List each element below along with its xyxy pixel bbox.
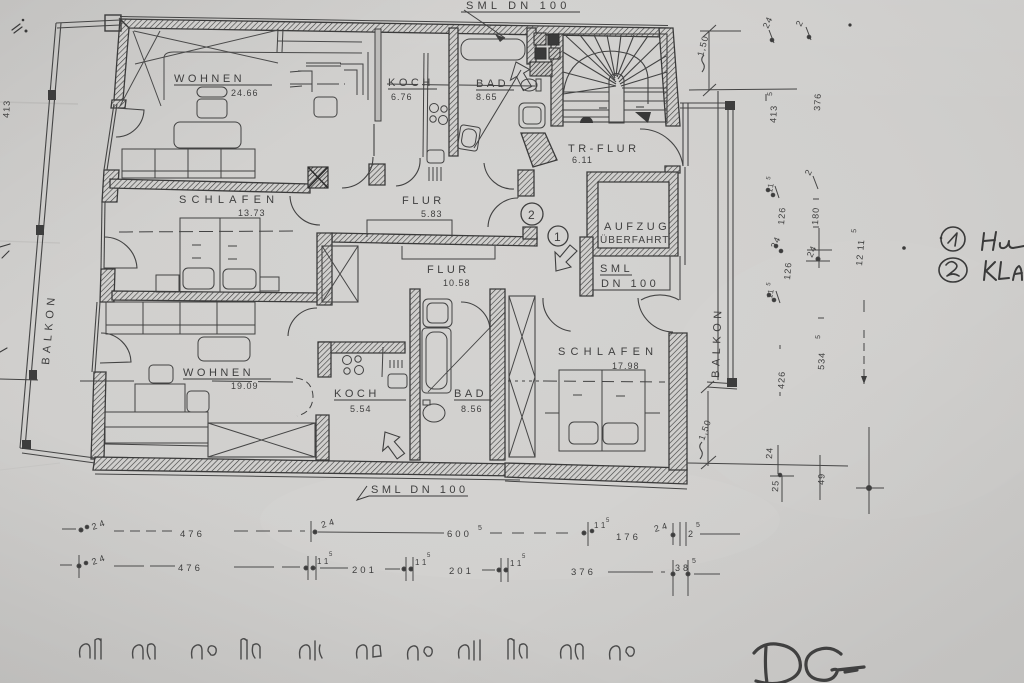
svg-text:SCHLAFEN: SCHLAFEN: [179, 194, 279, 206]
svg-text:TR-FLUR: TR-FLUR: [568, 143, 640, 155]
svg-text:10.58: 10.58: [443, 278, 471, 288]
svg-text:126: 126: [776, 206, 788, 225]
svg-text:19.09: 19.09: [231, 381, 259, 391]
svg-text:24: 24: [653, 520, 671, 534]
svg-text:AUFZUG: AUFZUG: [604, 221, 670, 233]
svg-text:8.65: 8.65: [476, 92, 498, 102]
svg-text:11: 11: [594, 521, 608, 530]
svg-text:413: 413: [768, 105, 779, 124]
svg-text:376: 376: [812, 93, 823, 112]
svg-text:476: 476: [180, 529, 205, 540]
svg-text:24: 24: [805, 244, 819, 259]
svg-text:38: 38: [675, 563, 691, 573]
svg-text:WOHNEN: WOHNEN: [183, 367, 254, 379]
svg-text:5: 5: [522, 554, 528, 560]
svg-text:1: 1: [554, 230, 561, 244]
svg-text:5: 5: [692, 558, 699, 565]
svg-text:24: 24: [769, 235, 783, 250]
svg-text:5: 5: [767, 91, 774, 96]
svg-text:SML DN 100: SML DN 100: [371, 484, 469, 496]
svg-text:126: 126: [782, 261, 794, 280]
svg-text:5: 5: [329, 552, 335, 558]
svg-text:2: 2: [528, 208, 535, 222]
svg-text:FLUR: FLUR: [402, 195, 445, 207]
svg-text:24.66: 24.66: [231, 88, 259, 98]
svg-text:5: 5: [478, 525, 485, 532]
svg-text:5: 5: [815, 334, 822, 339]
svg-text:DN 100: DN 100: [601, 278, 659, 290]
svg-text:2: 2: [803, 167, 815, 177]
svg-text:5: 5: [696, 522, 703, 529]
svg-text:376: 376: [571, 567, 596, 578]
svg-text:KOCH: KOCH: [388, 77, 434, 89]
svg-text:600: 600: [447, 529, 472, 540]
svg-text:11: 11: [510, 559, 524, 568]
svg-text:11: 11: [317, 557, 331, 566]
svg-text:SML DN 100: SML DN 100: [466, 0, 571, 12]
svg-text:17.98: 17.98: [612, 361, 640, 371]
svg-text:5: 5: [851, 228, 858, 233]
svg-text:5.83: 5.83: [421, 209, 443, 219]
svg-text:24: 24: [761, 15, 775, 30]
svg-text:WOHNEN: WOHNEN: [174, 73, 245, 85]
svg-text:BAD: BAD: [454, 388, 487, 400]
svg-text:5: 5: [606, 518, 612, 524]
svg-text:201: 201: [352, 565, 377, 576]
svg-text:476: 476: [178, 563, 203, 574]
svg-text:BALKON: BALKON: [710, 306, 724, 378]
svg-text:11: 11: [765, 182, 776, 194]
svg-text:2: 2: [794, 18, 806, 28]
svg-text:426: 426: [776, 371, 787, 390]
svg-text:BAD: BAD: [476, 78, 509, 90]
svg-text:5: 5: [427, 553, 433, 559]
svg-text:5: 5: [766, 281, 773, 286]
svg-text:201: 201: [449, 566, 474, 577]
svg-text:ÜBERFAHRT: ÜBERFAHRT: [600, 234, 669, 246]
svg-text:25: 25: [770, 480, 781, 493]
svg-text:6.76: 6.76: [391, 92, 413, 102]
svg-text:8.56: 8.56: [461, 404, 483, 414]
svg-text:2: 2: [688, 529, 696, 539]
svg-text:5.54: 5.54: [350, 404, 372, 414]
svg-text:12 11: 12 11: [854, 239, 866, 267]
svg-text:6.11: 6.11: [572, 155, 593, 165]
svg-text:13.73: 13.73: [238, 208, 266, 218]
svg-text:FLUR: FLUR: [427, 264, 470, 276]
svg-text:24: 24: [764, 447, 775, 460]
svg-text:413: 413: [1, 100, 12, 119]
svg-text:SCHLAFEN: SCHLAFEN: [558, 346, 658, 358]
svg-text:5: 5: [766, 175, 773, 180]
svg-text:SML: SML: [600, 263, 633, 275]
svg-text:534: 534: [816, 352, 827, 371]
svg-text:49: 49: [816, 473, 827, 486]
svg-text:180: 180: [810, 207, 821, 226]
svg-text:11: 11: [415, 558, 429, 567]
svg-text:176: 176: [616, 532, 641, 543]
svg-text:KOCH: KOCH: [334, 388, 380, 400]
svg-text:24: 24: [320, 516, 338, 530]
